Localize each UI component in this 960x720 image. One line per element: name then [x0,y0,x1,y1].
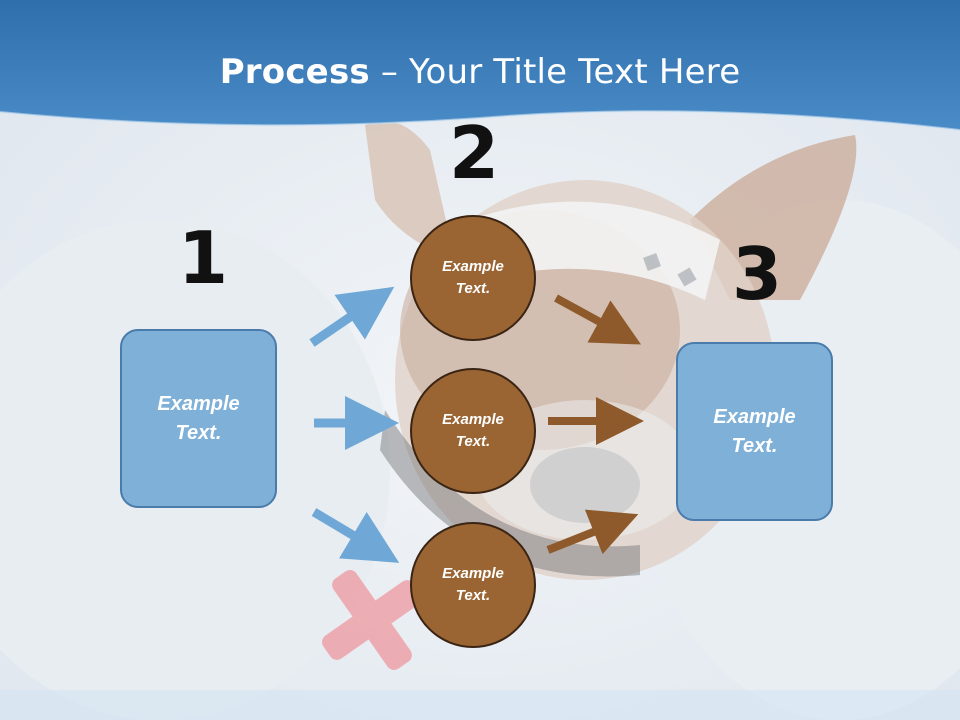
blue-arrow-up [309,286,395,347]
step-3-box: Example Text. [676,342,833,521]
circle-top-line2: Text. [455,280,491,297]
circle-top-line1: Example [442,257,504,275]
slide-title: Process – Your Title Text Here [0,52,960,92]
step-3-text-line2: Text. [731,434,778,457]
circle-bottom-line2: Text. [455,587,491,604]
title-bold: Process [219,52,370,92]
circle-middle-line2: Text. [455,433,491,450]
circle-middle-line1: Example [442,410,504,428]
brown-arrow-down [554,294,642,345]
step-2-circle-bottom: Example Text. [410,522,536,648]
step-2-circle-top: Example Text. [410,215,536,341]
step-1-box: Example Text. [120,329,277,508]
step-number-3: 3 [732,232,783,316]
step-1-text-line1: Example [157,392,240,415]
circle-bottom-line1: Example [442,564,504,582]
title-rest: – Your Title Text Here [369,52,741,92]
step-3-text-line1: Example [713,405,796,428]
blue-arrow-down [311,508,400,563]
step-number-2: 2 [449,111,500,195]
step-number-1: 1 [178,216,229,300]
step-1-text-line2: Text. [175,421,222,444]
step-2-circle-middle: Example Text. [410,368,536,494]
brown-arrow-up [546,509,639,555]
